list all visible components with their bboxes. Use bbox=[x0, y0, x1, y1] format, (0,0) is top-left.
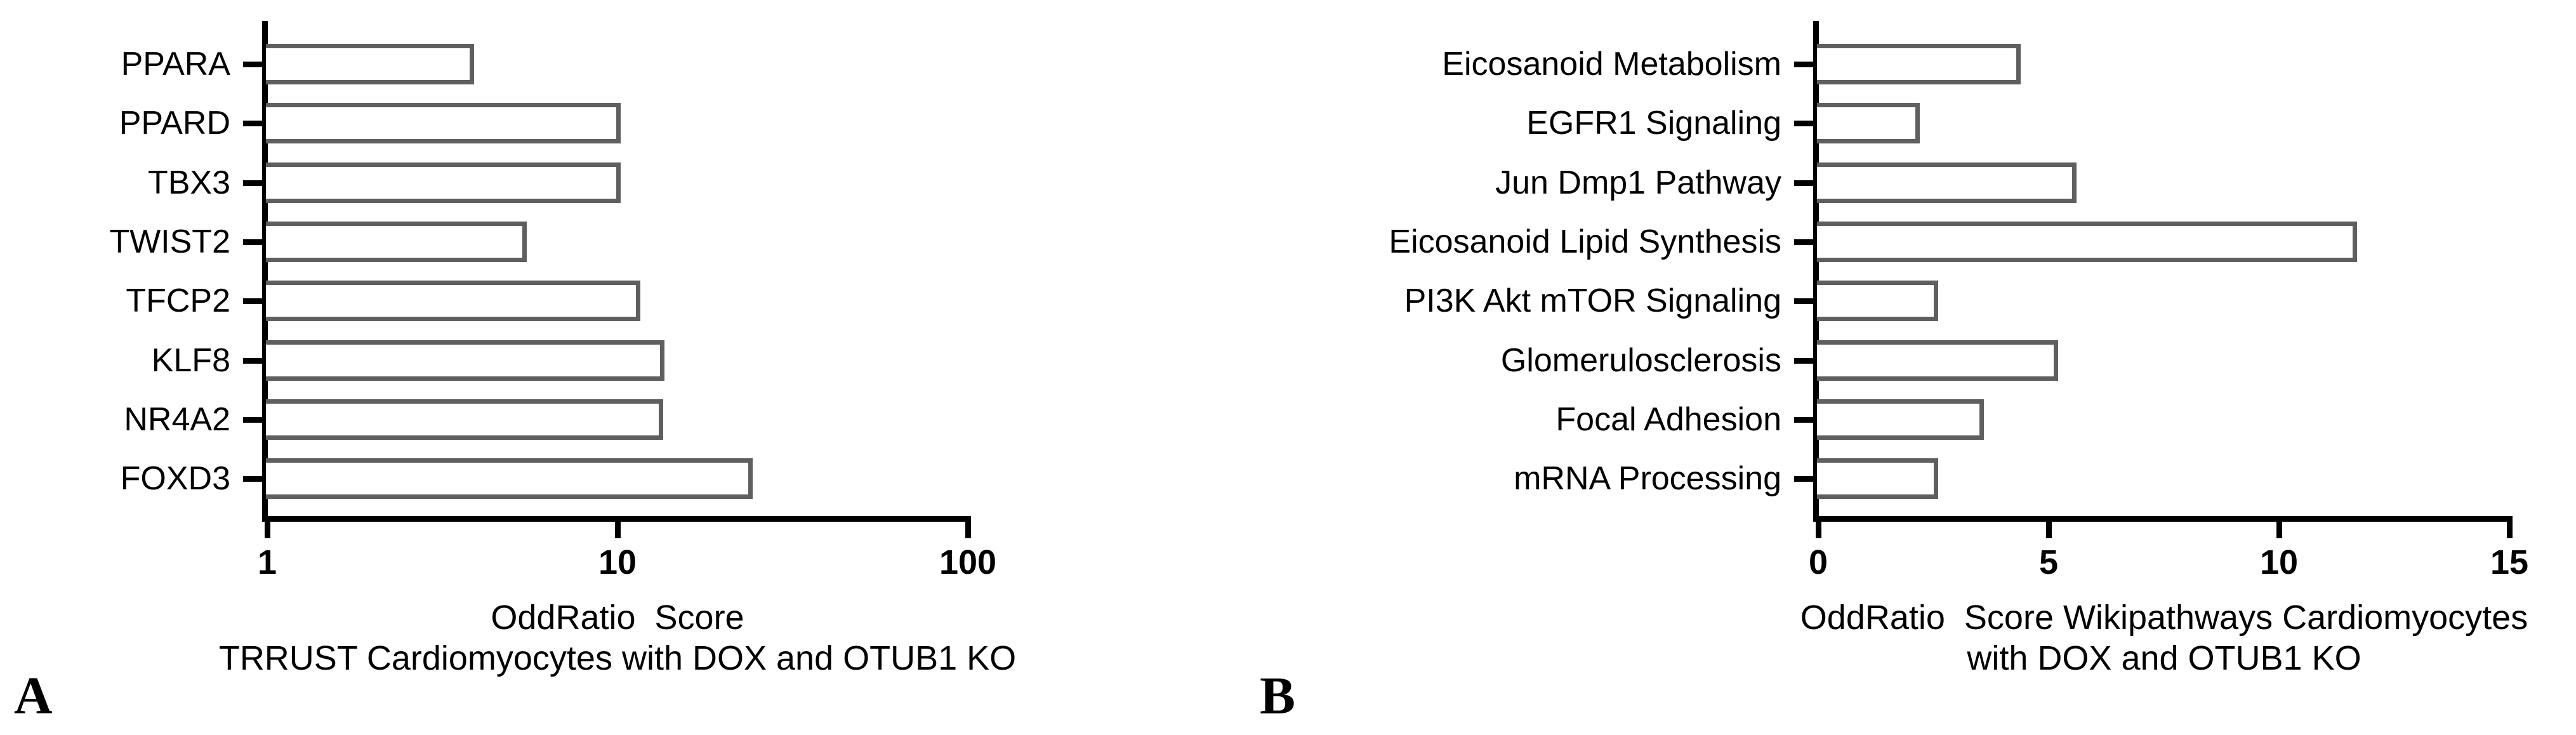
category-label-mrna-processing: mRNA Processing bbox=[1514, 460, 1781, 498]
category-label-tbx3: TBX3 bbox=[147, 164, 230, 201]
bar-egfr1-signaling bbox=[1817, 103, 1920, 144]
x-tick-label-10: 10 bbox=[598, 543, 637, 581]
bar-jun-dmp1-pathway bbox=[1817, 162, 2077, 203]
y-tick-klf8 bbox=[243, 357, 262, 364]
y-tick-eicosanoid-metabolism bbox=[1794, 62, 1813, 67]
x-tick-10 bbox=[2276, 516, 2282, 538]
panel-b-axis-title-line2: with DOX and OTUB1 KO bbox=[1967, 639, 2361, 677]
category-label-egfr1-signaling: EGFR1 Signaling bbox=[1526, 105, 1781, 142]
y-tick-glomerulosclerosis bbox=[1794, 357, 1813, 364]
y-tick-tfcp2 bbox=[243, 298, 262, 305]
bar-foxd3 bbox=[266, 458, 753, 500]
x-tick-label-100: 100 bbox=[939, 543, 997, 581]
category-label-glomerulosclerosis: Glomerulosclerosis bbox=[1500, 341, 1781, 379]
x-tick-0 bbox=[1816, 516, 1821, 538]
bar-focal-adhesion bbox=[1817, 399, 1985, 440]
panel-a-axis-title-line1: OddRatio Score bbox=[491, 599, 744, 637]
category-label-ppard: PPARD bbox=[119, 105, 230, 142]
category-label-eicosanoid-lipid-synthesis: Eicosanoid Lipid Synthesis bbox=[1389, 223, 1781, 260]
category-label-jun-dmp1-pathway: Jun Dmp1 Pathway bbox=[1495, 164, 1781, 201]
panel-a-letter: A bbox=[14, 666, 53, 725]
category-label-foxd3: FOXD3 bbox=[120, 460, 230, 498]
bar-twist2 bbox=[266, 221, 527, 262]
bar-mrna-processing bbox=[1817, 458, 1938, 500]
bar-glomerulosclerosis bbox=[1817, 340, 2058, 381]
panel-b-x-axis bbox=[1813, 516, 2512, 522]
x-tick-15 bbox=[2507, 516, 2513, 538]
y-tick-ppara bbox=[243, 62, 262, 67]
y-tick-pi3k-akt-mtor-signaling bbox=[1794, 298, 1813, 305]
bar-ppard bbox=[266, 103, 621, 144]
x-tick-label-1: 1 bbox=[257, 543, 277, 581]
panel-b-y-axis bbox=[1813, 21, 1819, 522]
y-tick-twist2 bbox=[243, 239, 262, 245]
bar-klf8 bbox=[266, 340, 664, 381]
bar-tbx3 bbox=[266, 162, 621, 203]
bar-eicosanoid-lipid-synthesis bbox=[1817, 221, 2358, 262]
y-tick-foxd3 bbox=[243, 476, 262, 482]
bar-pi3k-akt-mtor-signaling bbox=[1817, 281, 1938, 322]
y-tick-mrna-processing bbox=[1794, 476, 1813, 482]
x-tick-100 bbox=[965, 516, 971, 538]
category-label-klf8: KLF8 bbox=[151, 341, 230, 379]
x-tick-5 bbox=[2046, 516, 2052, 538]
y-tick-jun-dmp1-pathway bbox=[1794, 180, 1813, 186]
x-tick-label-0: 0 bbox=[1808, 543, 1828, 581]
y-tick-eicosanoid-lipid-synthesis bbox=[1794, 239, 1813, 245]
x-tick-1 bbox=[265, 516, 270, 538]
category-label-nr4a2: NR4A2 bbox=[124, 401, 230, 438]
category-label-focal-adhesion: Focal Adhesion bbox=[1556, 401, 1781, 438]
category-label-tfcp2: TFCP2 bbox=[126, 282, 230, 320]
bar-eicosanoid-metabolism bbox=[1817, 44, 2021, 84]
category-label-ppara: PPARA bbox=[121, 46, 230, 83]
panel-a-axis-title-line2: TRRUST Cardiomyocytes with DOX and OTUB1… bbox=[218, 639, 1017, 677]
category-label-pi3k-akt-mtor-signaling: PI3K Akt mTOR Signaling bbox=[1404, 282, 1781, 320]
bar-nr4a2 bbox=[266, 399, 663, 440]
y-tick-nr4a2 bbox=[243, 416, 262, 423]
category-label-eicosanoid-metabolism: Eicosanoid Metabolism bbox=[1442, 46, 1781, 83]
y-tick-egfr1-signaling bbox=[1794, 121, 1813, 127]
panel-b-axis-title-line1: OddRatio Score Wikipathways Cardiomyocyt… bbox=[1800, 599, 2528, 637]
x-tick-label-10: 10 bbox=[2259, 543, 2299, 581]
panel-b-letter: B bbox=[1260, 666, 1296, 725]
y-tick-tbx3 bbox=[243, 180, 262, 186]
x-tick-label-5: 5 bbox=[2038, 543, 2059, 581]
y-tick-focal-adhesion bbox=[1794, 416, 1813, 423]
x-tick-label-15: 15 bbox=[2490, 543, 2529, 581]
category-label-twist2: TWIST2 bbox=[109, 223, 230, 260]
panel-a-y-axis bbox=[262, 21, 268, 522]
bar-ppara bbox=[266, 44, 475, 84]
bar-tfcp2 bbox=[266, 281, 640, 322]
y-tick-ppard bbox=[243, 121, 262, 127]
x-tick-10 bbox=[615, 516, 621, 538]
